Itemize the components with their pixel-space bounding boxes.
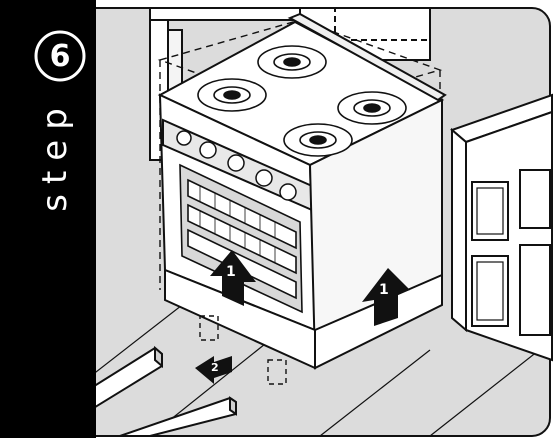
lift-arrow-front-label: 1 xyxy=(226,264,236,280)
step-number: 6 xyxy=(30,34,90,78)
step-panel: 6 step xyxy=(0,0,96,438)
right-base-cabinet xyxy=(452,95,552,360)
slide-arrow-label: 2 xyxy=(211,361,219,374)
lift-arrow-side-label: 1 xyxy=(379,282,389,298)
step-word: step xyxy=(35,98,75,212)
